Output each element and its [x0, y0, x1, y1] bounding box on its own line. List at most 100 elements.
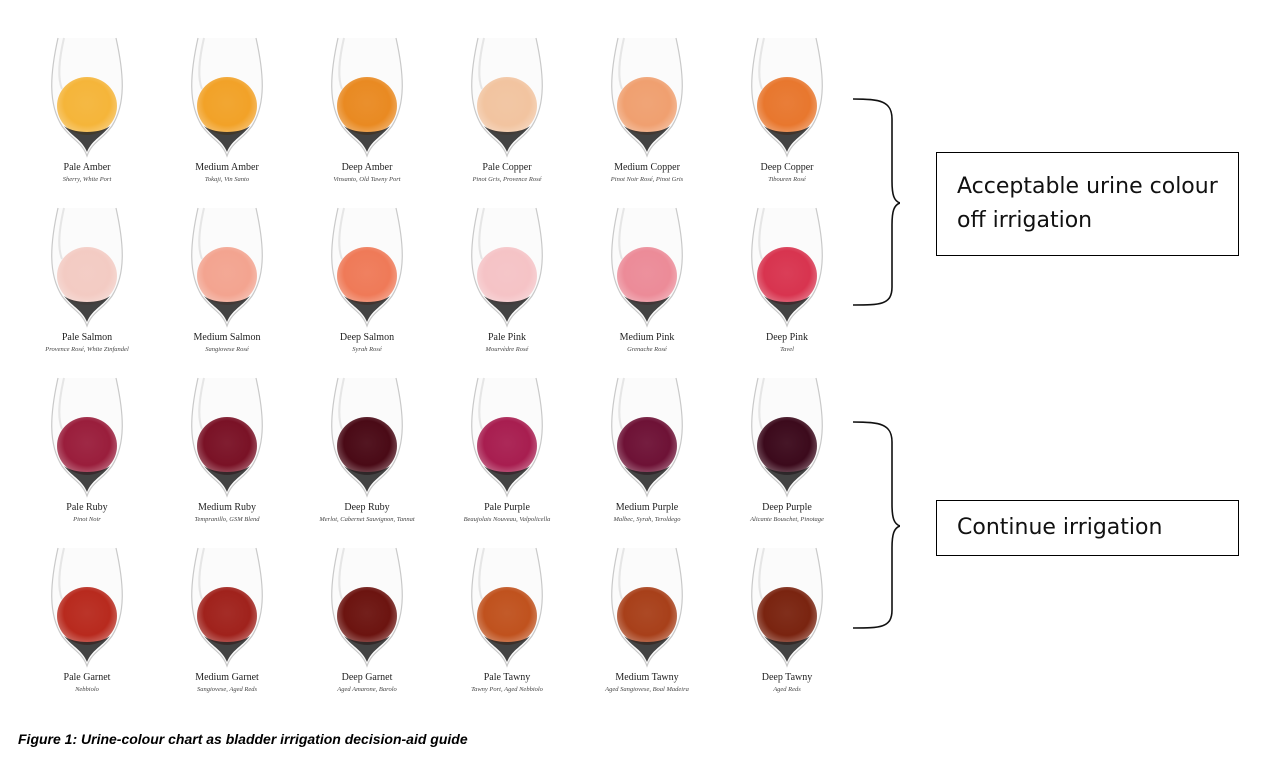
- wine-glass-icon: [611, 547, 683, 668]
- bracket-continue: [852, 421, 900, 629]
- wine-examples: Tavel: [780, 346, 794, 353]
- wine-name: Deep Amber: [341, 162, 393, 173]
- wine-name: Pale Salmon: [61, 332, 113, 343]
- wine-examples: Aged Amarone, Barolo: [337, 686, 397, 693]
- wine-name: Medium Tawny: [615, 672, 679, 683]
- wine-examples: Vinsanto, Old Tawny Port: [333, 176, 401, 183]
- wine-glass-icon: [751, 377, 823, 498]
- wine-examples: Malbec, Syrah, Teroldego: [613, 516, 681, 523]
- wine-examples: Pinot Noir Rosé, Pinot Gris: [610, 176, 684, 183]
- wine-name: Medium Copper: [614, 162, 680, 173]
- wine-name: Pale Pink: [487, 332, 527, 343]
- wine-name: Pale Purple: [484, 502, 530, 513]
- wine-glass-icon: [751, 207, 823, 328]
- wine-examples: Mourvèdre Rosé: [485, 346, 529, 353]
- wine-glass-icon: [51, 377, 123, 498]
- wine-examples: Aged Sangiovese, Boal Madeira: [605, 686, 689, 693]
- wine-name: Deep Purple: [762, 502, 812, 513]
- wine-glass-icon: [191, 207, 263, 328]
- wine-glass-icon: [611, 37, 683, 158]
- wine-examples: Alicante Bouschet, Pinotage: [750, 516, 824, 523]
- wine-name: Pale Amber: [63, 162, 111, 173]
- wine-name: Deep Salmon: [339, 332, 395, 343]
- wine-glass-icon: [331, 377, 403, 498]
- wine-name: Medium Salmon: [193, 332, 261, 343]
- wine-glass-icon: [191, 377, 263, 498]
- wine-name: Deep Tawny: [761, 672, 813, 683]
- wine-examples: Nebbiolo: [75, 686, 99, 693]
- wine-examples: Merlot, Cabernet Sauvignon, Tannat: [319, 516, 415, 523]
- wine-examples: Beaujolais Nouveau, Valpolicella: [463, 516, 551, 523]
- wine-examples: Tokaji, Vin Santo: [204, 176, 250, 183]
- wine-glass-icon: [51, 207, 123, 328]
- wine-examples: Aged Reds: [773, 686, 801, 693]
- wine-examples: Sangiovese Rosé: [205, 346, 249, 353]
- wine-glass-icon: [611, 207, 683, 328]
- wine-glass-icon: [751, 547, 823, 668]
- callout-acceptable-text: Acceptable urine colour off irrigation: [957, 173, 1218, 233]
- wine-name: Medium Garnet: [195, 672, 259, 683]
- wine-name: Pale Copper: [482, 162, 532, 173]
- wine-name: Medium Pink: [619, 332, 675, 343]
- wine-examples: Pinot Noir: [73, 516, 101, 523]
- wine-glass-icon: [331, 547, 403, 668]
- wine-glass-icon: [471, 207, 543, 328]
- callout-continue-text: Continue irrigation: [957, 514, 1163, 540]
- wine-glass-icon: [751, 37, 823, 158]
- wine-glass-icon: [191, 37, 263, 158]
- bracket-acceptable: [852, 98, 900, 306]
- wine-examples: Sangiovese, Aged Reds: [197, 686, 257, 693]
- wine-glass-icon: [471, 377, 543, 498]
- wine-glass-icon: [51, 37, 123, 158]
- wine-examples: Tibouren Rosé: [768, 176, 806, 183]
- wine-name: Deep Copper: [760, 162, 814, 173]
- wine-glass-icon: [471, 37, 543, 158]
- wine-name: Deep Ruby: [344, 502, 390, 513]
- wine-examples: Grenache Rosé: [627, 346, 667, 353]
- wine-glass-icon: [331, 37, 403, 158]
- wine-glass-icon: [471, 547, 543, 668]
- wine-examples: Provence Rosé, White Zinfandel: [45, 346, 129, 353]
- wine-examples: Pinot Gris, Provence Rosé: [472, 176, 542, 183]
- wine-name: Pale Garnet: [63, 672, 111, 683]
- wine-examples: Sherry, White Port: [62, 176, 112, 183]
- wine-name: Deep Pink: [766, 332, 808, 343]
- wine-name: Medium Amber: [195, 162, 259, 173]
- wine-name: Medium Ruby: [197, 502, 257, 513]
- wine-name: Pale Ruby: [66, 502, 108, 513]
- wine-glass-icon: [191, 547, 263, 668]
- wine-glass-icon: [51, 547, 123, 668]
- wine-examples: Syrah Rosé: [352, 346, 382, 353]
- figure-caption: Figure 1: Urine-colour chart as bladder …: [18, 731, 468, 747]
- callout-acceptable: Acceptable urine colour off irrigation: [936, 152, 1239, 256]
- wine-name: Pale Tawny: [483, 672, 531, 683]
- wine-glass-icon: [611, 377, 683, 498]
- wine-name: Medium Purple: [615, 502, 679, 513]
- wine-examples: Tawny Port, Aged Nebbiolo: [471, 686, 543, 693]
- wine-examples: Tempranillo, GSM Blend: [194, 516, 260, 523]
